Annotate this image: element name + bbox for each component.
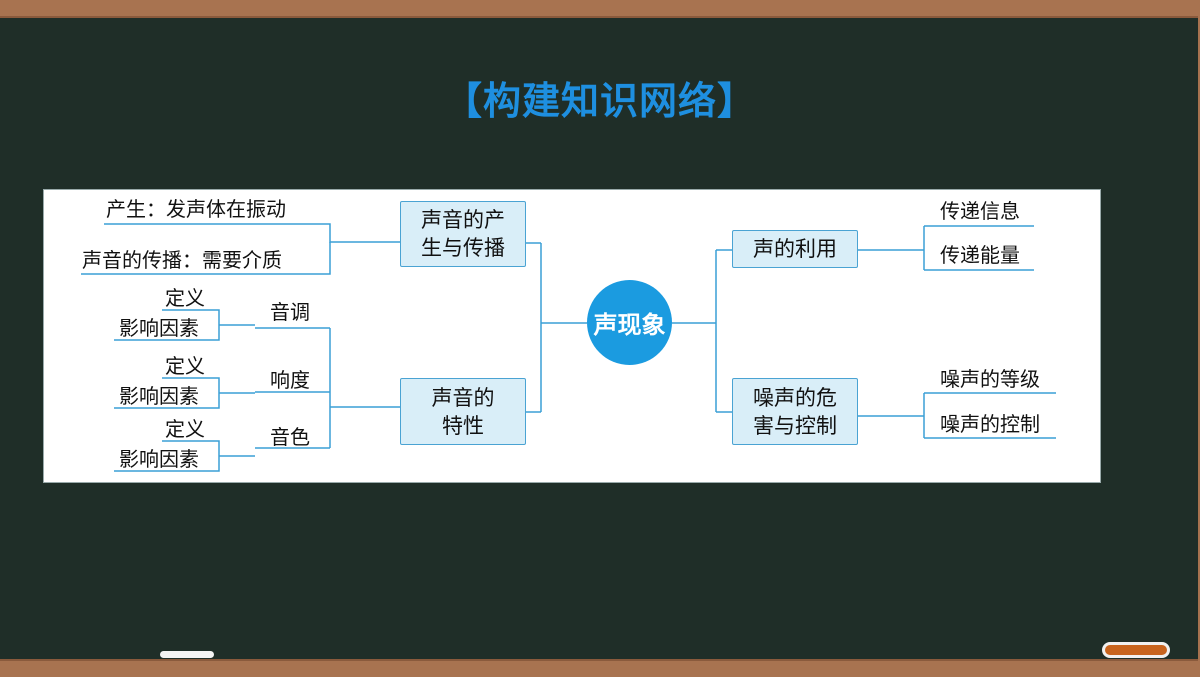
board-frame-right (1198, 0, 1200, 675)
sub-definition: 定义 (165, 286, 205, 310)
node-line: 声音的 (431, 385, 495, 410)
node-sound-use: 声的利用 (732, 230, 858, 268)
connector-item-produce (104, 223, 400, 243)
leaf-noise-control: 噪声的控制 (940, 412, 1040, 436)
center-node: 声现象 (587, 280, 672, 365)
node-line: 声的利用 (753, 237, 837, 261)
leaf-propagate: 声音的传播：需要介质 (82, 248, 282, 272)
mind-map-panel: 声现象 声音的产 生与传播 声音的 特性 声的利用 噪声的危 害与控制 产生：发… (43, 189, 1101, 483)
chalk-icon (160, 651, 214, 658)
leaf-transfer-info: 传递信息 (940, 199, 1020, 223)
prop-timbre: 音色 (270, 425, 310, 449)
connector-item-propagate (81, 242, 331, 275)
page-title: 【构建知识网络】 (443, 79, 756, 123)
leaf-noise-level: 噪声的等级 (940, 367, 1040, 391)
node-line: 特性 (442, 413, 484, 438)
node-sound-characteristics: 声音的 特性 (400, 378, 526, 445)
sub-factors: 影响因素 (119, 316, 199, 340)
node-line: 害与控制 (753, 413, 837, 438)
node-line: 声音的产 (421, 208, 505, 232)
prop-pitch: 音调 (270, 300, 310, 324)
connector-lines (81, 223, 1056, 472)
node-noise-harm-control: 噪声的危 害与控制 (732, 378, 858, 445)
node-line: 噪声的危 (753, 385, 837, 410)
node-production-propagation: 声音的产 生与传播 (400, 201, 526, 267)
board-frame-bottom (0, 659, 1200, 677)
sub-definition: 定义 (165, 417, 205, 441)
prop-loudness: 响度 (270, 368, 310, 392)
sub-factors: 影响因素 (119, 447, 199, 471)
eraser-icon (1102, 642, 1170, 658)
sub-factors: 影响因素 (119, 384, 199, 408)
node-line: 生与传播 (421, 236, 505, 260)
board-frame-top (0, 0, 1200, 18)
sub-definition: 定义 (165, 354, 205, 378)
leaf-transfer-energy: 传递能量 (940, 243, 1020, 267)
leaf-produce: 产生：发声体在振动 (106, 197, 286, 221)
